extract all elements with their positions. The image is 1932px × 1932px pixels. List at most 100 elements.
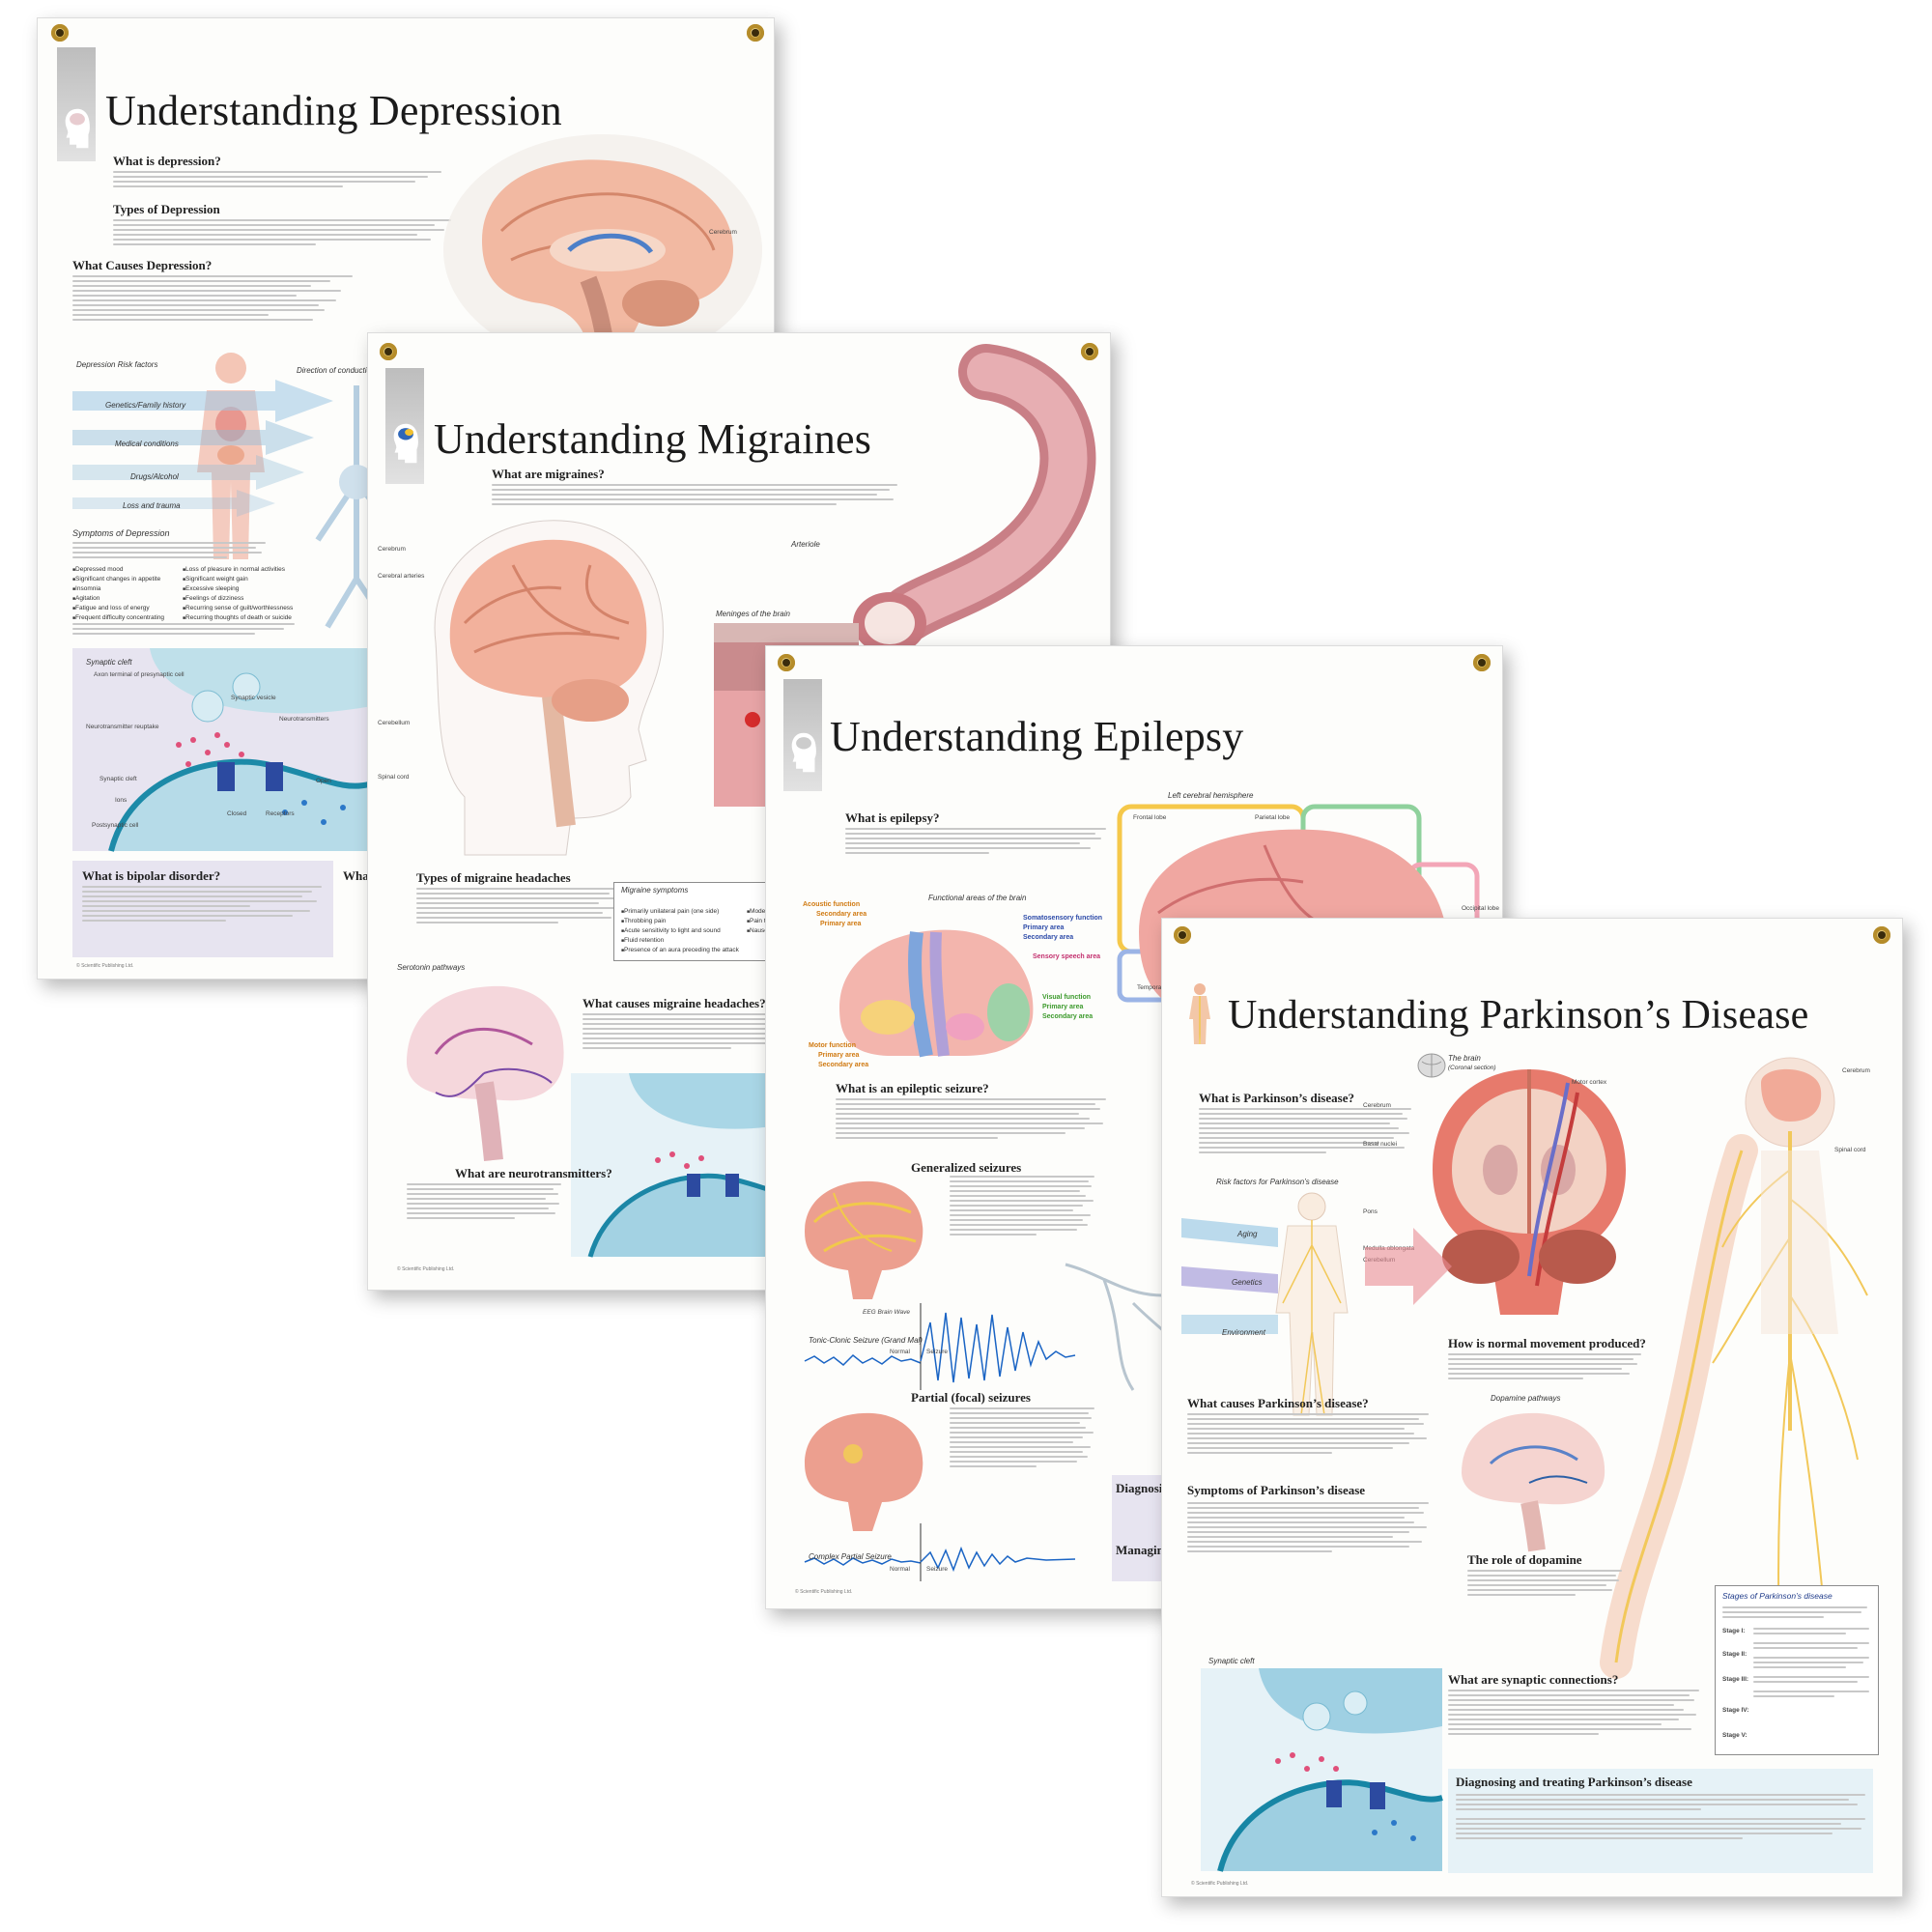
body-text — [113, 219, 451, 248]
body-text — [407, 1183, 561, 1222]
body-text — [113, 171, 441, 190]
body-text — [82, 886, 322, 924]
list-item: Moderate — [747, 907, 805, 917]
diagram-caption: (Coronal section) — [1448, 1065, 1496, 1071]
symptom-list: Depressed mood Significant changes in ap… — [72, 565, 188, 623]
section-heading: What is an epileptic seizure? — [836, 1081, 989, 1095]
list-item: Significant changes in appetite — [72, 575, 188, 584]
dopamine-pathways-illustration — [1462, 1412, 1605, 1552]
head-silhouette-icon — [65, 108, 90, 149]
stage-label: Stage II: — [1722, 1651, 1747, 1658]
body-text — [1467, 1570, 1622, 1599]
list-item: Depressed mood — [72, 565, 188, 575]
stage-label: Stage IV: — [1722, 1707, 1749, 1714]
body-text — [836, 1098, 1106, 1142]
list-item: Throbbing pain — [621, 917, 776, 926]
function-label: Motor function — [809, 1042, 856, 1049]
function-label: Secondary area — [818, 1062, 869, 1068]
diagram-label: Spinal cord — [378, 774, 410, 781]
lobe-label: Frontal lobe — [1133, 814, 1167, 821]
list-item: Nausea — [747, 926, 805, 936]
section-heading: What is bipolar disorder? — [82, 868, 221, 883]
synapse-label: Neurotransmitters — [279, 716, 329, 723]
stage-label: Stage V: — [1722, 1732, 1747, 1739]
footer-text: © Scientific Publishing Ltd. — [795, 1589, 853, 1595]
diagram-label: Cerebrum — [709, 229, 737, 236]
diagram-caption: Migraine symptoms — [621, 886, 689, 895]
diagram-caption: Complex Partial Seizure — [809, 1552, 892, 1561]
body-text — [1456, 1794, 1865, 1842]
diagram-label: Spinal cord — [1834, 1147, 1866, 1153]
brain-thumbnail-icon — [1417, 1053, 1446, 1078]
function-label: Primary area — [1042, 1004, 1084, 1010]
poster-epilepsy: Understanding Epilepsy Left cerebral hem… — [765, 645, 1503, 1609]
section-heading: What is depression? — [113, 154, 221, 168]
synapse-illustration — [1217, 1668, 1443, 1872]
brain-sagittal-illustration — [443, 134, 762, 366]
poster-title: Understanding Epilepsy — [830, 713, 1244, 760]
synapse-label: Open — [316, 778, 331, 784]
section-heading: Managin — [1116, 1543, 1164, 1557]
diagram-caption: Depression Risk factors — [76, 360, 158, 369]
poster-title: Understanding Depression — [105, 87, 562, 134]
footer-text: © Scientific Publishing Ltd. — [397, 1266, 455, 1272]
risk-arrows-illustration — [72, 380, 333, 517]
list-item: Significant weight gain — [183, 575, 308, 584]
section-heading: What is Parkinson’s disease? — [1199, 1091, 1354, 1105]
body-nerves-illustration — [1275, 1192, 1349, 1416]
function-label: Primary area — [1023, 924, 1065, 931]
body-text — [582, 1013, 795, 1052]
list-item: Agitation — [72, 594, 188, 604]
stage-label: Stage I: — [1722, 1628, 1746, 1634]
section-heading: What Causes Depression? — [72, 258, 213, 272]
synapse-illustration — [108, 648, 373, 852]
section-heading: Types of migraine headaches — [416, 870, 571, 885]
body-text — [1187, 1413, 1429, 1457]
section-heading: The role of dopamine — [1467, 1552, 1582, 1567]
list-item: Fluid retention — [621, 936, 776, 946]
risk-factor-label: Drugs/Alcohol — [130, 472, 179, 481]
diagram-caption: Risk factors for Parkinson’s disease — [1216, 1178, 1339, 1186]
diagram-caption: Serotonin pathways — [397, 963, 466, 972]
section-heading: Partial (focal) seizures — [911, 1390, 1031, 1405]
risk-factor-label: Environment — [1222, 1328, 1265, 1337]
body-text — [72, 275, 353, 324]
section-heading: What are synaptic connections? — [1448, 1672, 1619, 1687]
diagram-label: Cerebral arteries — [378, 573, 425, 580]
body-text — [1722, 1606, 1867, 1621]
brain-illustration — [805, 1412, 923, 1531]
function-label: Sensory speech area — [1033, 953, 1101, 960]
function-label: Visual function — [1042, 994, 1092, 1001]
diagram-caption: The brain — [1448, 1054, 1481, 1063]
eeg-wave-chart — [804, 1523, 1076, 1581]
body-text — [950, 1407, 1094, 1470]
function-label: Secondary area — [1023, 934, 1074, 941]
diagram-caption: Meninges of the brain — [716, 610, 790, 618]
body-figure-illustration — [197, 353, 265, 559]
poster-title: Understanding Migraines — [434, 415, 872, 463]
diagram-caption: Direction of conduction — [297, 366, 376, 375]
diagram-caption: Symptoms of Depression — [72, 528, 170, 538]
function-label: Primary area — [820, 921, 862, 927]
function-label: Acoustic function — [803, 901, 861, 908]
eeg-label: Seizure — [926, 1349, 949, 1355]
section-heading: What causes Parkinson’s disease? — [1187, 1396, 1369, 1410]
body-text — [1753, 1628, 1869, 1700]
section-heading: What are neurotransmitters? — [455, 1166, 612, 1180]
bipolar-panel — [72, 861, 333, 957]
grommet-icon — [1081, 343, 1098, 360]
nervous-system-illustration — [1600, 1057, 1868, 1679]
diagram-caption: Arteriole — [791, 540, 820, 549]
list-item: Acute sensitivity to light and sound — [621, 926, 776, 936]
synapse-label: Closed — [227, 810, 247, 817]
head-silhouette-icon — [393, 423, 418, 464]
body-text — [416, 888, 619, 926]
synapse-label: Synaptic cleft — [99, 776, 137, 782]
diagram-caption: Dopamine pathways — [1491, 1394, 1561, 1403]
poster-parkinsons: Understanding Parkinson’s Disease What i… — [1161, 918, 1903, 1897]
stage-label: Stage III: — [1722, 1676, 1749, 1683]
symptom-list: Loss of pleasure in normal activities Si… — [183, 565, 308, 623]
diagnosis-panel — [1112, 1475, 1170, 1581]
diagnosis-panel — [1448, 1769, 1873, 1873]
body-text — [72, 623, 295, 638]
